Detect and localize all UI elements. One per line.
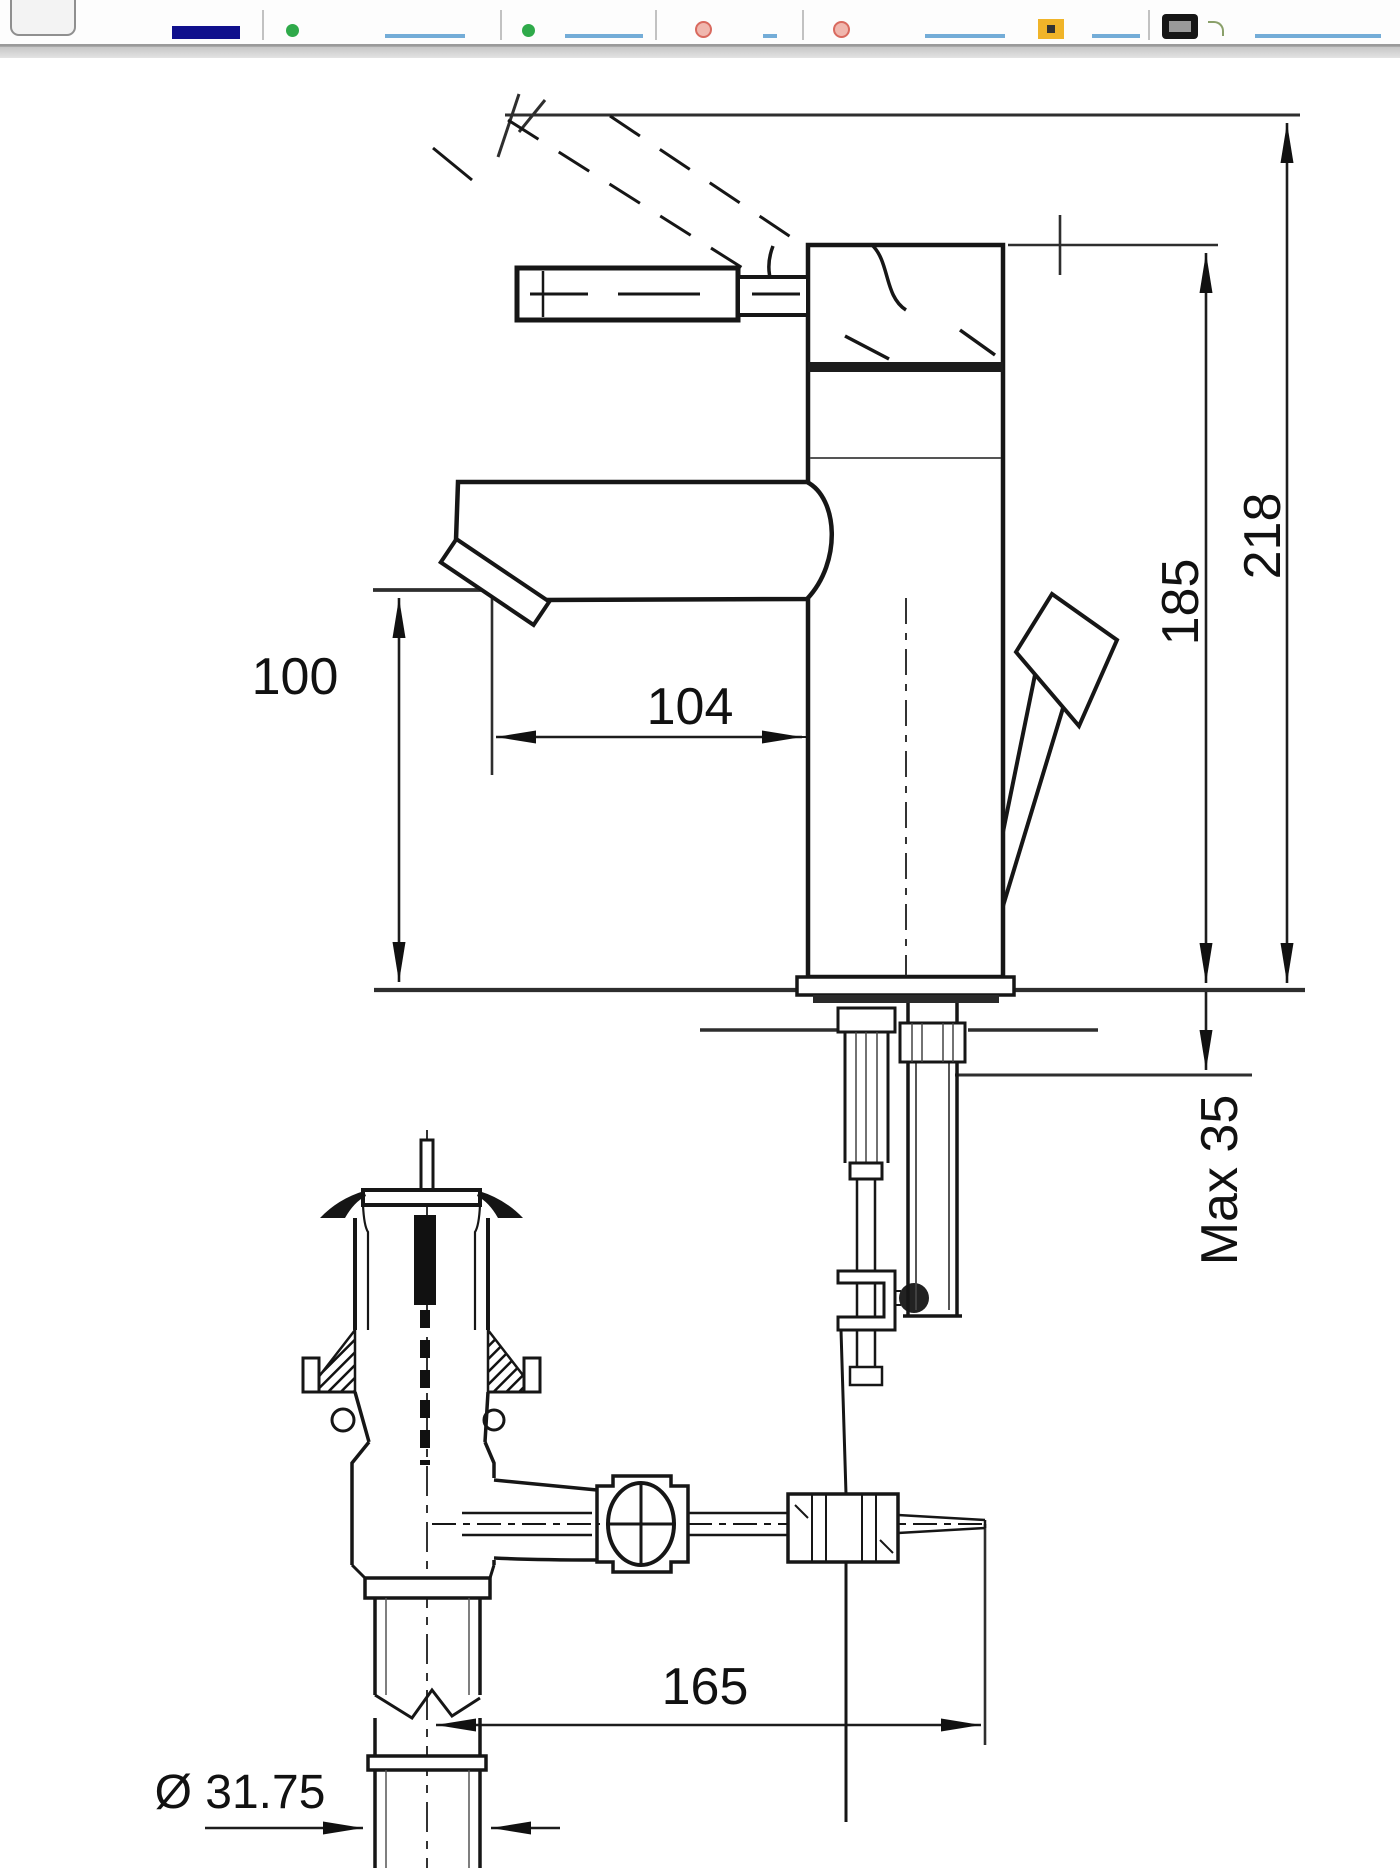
drain-tee bbox=[350, 1440, 496, 1565]
dim-label-100: 100 bbox=[252, 648, 339, 706]
side-lever-stem bbox=[1001, 659, 1040, 833]
base-gasket bbox=[813, 995, 999, 1003]
clamp-screw bbox=[899, 1283, 929, 1313]
bookmark-red-favicon[interactable] bbox=[695, 21, 712, 38]
aerator-nozzle bbox=[437, 536, 553, 628]
under-deck-group bbox=[836, 1003, 967, 1822]
faucet-body-group bbox=[432, 114, 1120, 1003]
dim-label-185: 185 bbox=[1152, 559, 1210, 646]
spout bbox=[453, 479, 834, 603]
plug-stem bbox=[419, 1138, 435, 1192]
lift-rod-channel bbox=[414, 1215, 436, 1305]
bookmark-navy-favicon[interactable] bbox=[172, 26, 240, 39]
pivot-rod-tip bbox=[897, 1513, 987, 1535]
bookmarks-bar bbox=[0, 0, 1400, 46]
bookmark-green-favicon[interactable] bbox=[286, 24, 299, 37]
drain-body-wall bbox=[353, 1218, 490, 1330]
bookmark-link-stub[interactable] bbox=[763, 34, 777, 38]
lever-neck bbox=[736, 275, 810, 317]
dim-label-218: 218 bbox=[1234, 493, 1292, 580]
dim-label-165: 165 bbox=[662, 1658, 749, 1716]
rod-connector-block bbox=[786, 1492, 900, 1564]
dim-label-104: 104 bbox=[647, 678, 734, 736]
popup-drain-group bbox=[301, 1130, 987, 1868]
pivot-rod bbox=[462, 1511, 592, 1537]
coupling-nut-lower bbox=[366, 1754, 488, 1772]
bookmark-yellow-favicon[interactable] bbox=[1038, 19, 1064, 39]
toolbar-shadow-strip bbox=[0, 46, 1400, 58]
plug-cap bbox=[361, 1188, 482, 1207]
dimension-lines bbox=[205, 123, 1294, 1835]
tailpipe-wall bbox=[373, 1598, 482, 1695]
bookmark-separator bbox=[655, 10, 657, 40]
browser-chrome bbox=[0, 0, 1400, 58]
bookmark-green-favicon[interactable] bbox=[522, 24, 535, 37]
side-lever-knob bbox=[1013, 591, 1120, 730]
bookmark-link-stub[interactable] bbox=[385, 34, 465, 38]
nav-button[interactable] bbox=[10, 0, 76, 36]
linkage-rod bbox=[839, 1329, 848, 1822]
bookmark-link-stub[interactable] bbox=[1092, 34, 1140, 38]
bookmark-camera-favicon[interactable] bbox=[1162, 14, 1198, 39]
coupling-nut-upper bbox=[363, 1576, 492, 1600]
pipe-break-symbol bbox=[374, 1687, 481, 1721]
shank-nut bbox=[836, 1006, 897, 1034]
bookmark-red-favicon[interactable] bbox=[833, 21, 850, 38]
bookmark-separator bbox=[500, 10, 502, 40]
dim-label-max35: Max 35 bbox=[1191, 1095, 1249, 1266]
bookmark-separator bbox=[802, 10, 804, 40]
bookmark-separator bbox=[1148, 10, 1150, 40]
bookmark-link-stub[interactable] bbox=[1255, 34, 1381, 38]
bookmark-link-stub[interactable] bbox=[925, 34, 1005, 38]
side-lever-stem bbox=[1001, 684, 1072, 907]
dim-label-diameter: Ø 31.75 bbox=[155, 1766, 326, 1819]
bookmark-separator bbox=[262, 10, 264, 40]
rod-clamp bbox=[836, 1269, 897, 1332]
base-flange bbox=[795, 975, 1016, 997]
body-joint-band bbox=[808, 362, 1003, 372]
bookmark-curl-arrow-icon[interactable] bbox=[1208, 21, 1224, 36]
bookmark-link-stub[interactable] bbox=[565, 34, 643, 38]
hose-nut bbox=[898, 1021, 967, 1064]
